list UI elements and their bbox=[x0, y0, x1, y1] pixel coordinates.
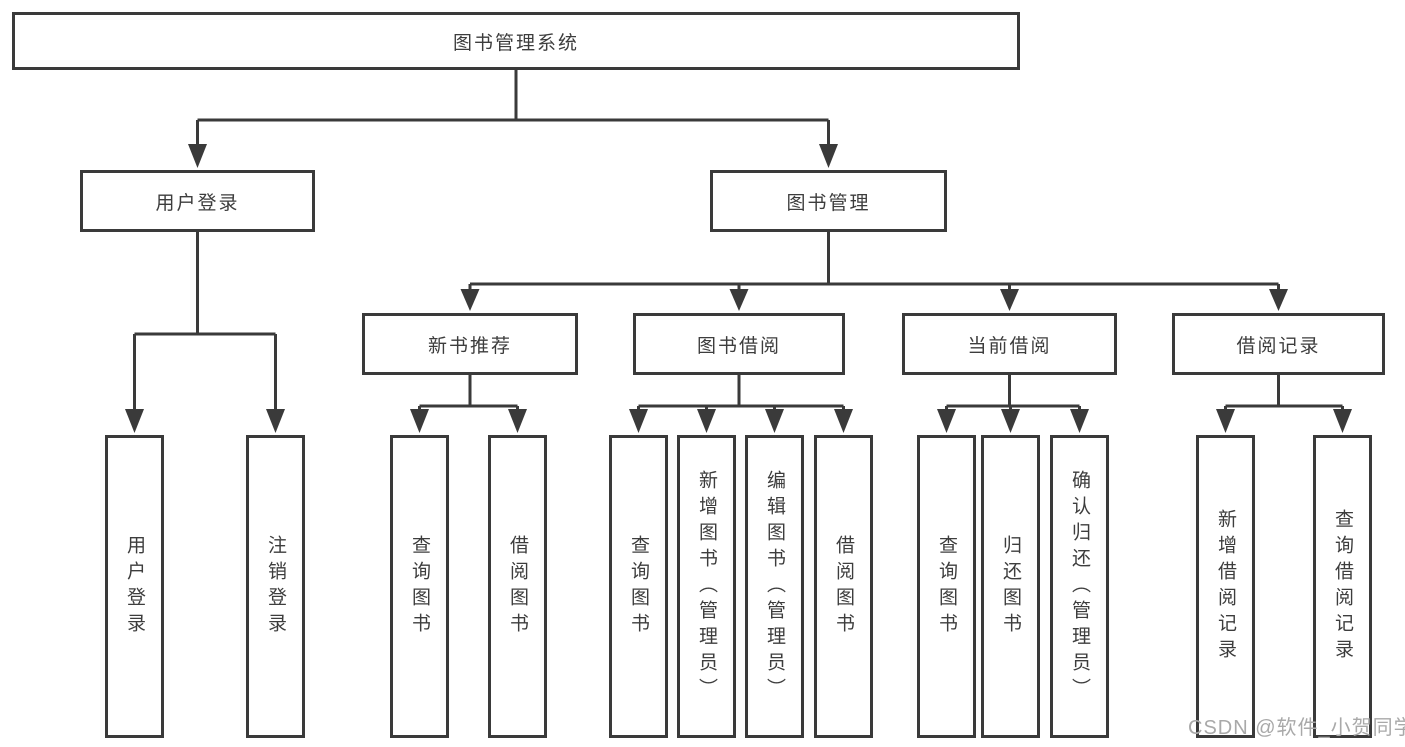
leaf-add-books-admin: 新增图书（管理员） bbox=[677, 435, 736, 738]
leaf-user-login-label: 用户登录 bbox=[124, 534, 145, 639]
arrowhead-icon bbox=[460, 289, 480, 311]
leaf-query-borrow-record: 查询借阅记录 bbox=[1313, 435, 1372, 738]
leaf-add-books-admin-label: 新增图书（管理员） bbox=[696, 469, 717, 704]
node-current-borrowing: 当前借阅 bbox=[902, 313, 1117, 375]
arrowhead-icon bbox=[188, 144, 207, 168]
arrowhead-icon bbox=[765, 409, 784, 433]
node-new-book-recommend-label: 新书推荐 bbox=[427, 335, 512, 357]
leaf-borrow-books-1-label: 借阅图书 bbox=[507, 534, 528, 639]
leaf-query-books-2-label: 查询图书 bbox=[628, 534, 649, 639]
node-borrow-records-label: 借阅记录 bbox=[1236, 335, 1321, 357]
node-book-borrowing: 图书借阅 bbox=[633, 313, 845, 375]
leaf-edit-books-admin-label: 编辑图书（管理员） bbox=[764, 469, 785, 704]
leaf-query-borrow-record-label: 查询借阅记录 bbox=[1332, 508, 1353, 665]
leaf-query-books-1-label: 查询图书 bbox=[409, 534, 430, 639]
arrowhead-icon bbox=[508, 409, 527, 433]
leaf-borrow-books-1: 借阅图书 bbox=[488, 435, 547, 738]
leaf-edit-books-admin: 编辑图书（管理员） bbox=[745, 435, 804, 738]
node-user-login: 用户登录 bbox=[80, 170, 315, 232]
leaf-query-books-3: 查询图书 bbox=[917, 435, 976, 738]
leaf-add-borrow-record: 新增借阅记录 bbox=[1196, 435, 1255, 738]
arrowhead-icon bbox=[1001, 409, 1020, 433]
arrowhead-icon bbox=[819, 144, 838, 168]
node-book-borrowing-label: 图书借阅 bbox=[696, 335, 781, 357]
leaf-confirm-return-admin-label: 确认归还（管理员） bbox=[1069, 469, 1090, 704]
node-current-borrowing-label: 当前借阅 bbox=[967, 335, 1052, 357]
arrowhead-icon bbox=[729, 289, 749, 311]
arrowhead-icon bbox=[1000, 289, 1019, 311]
arrowhead-icon bbox=[1333, 409, 1352, 433]
arrowhead-icon bbox=[410, 409, 429, 433]
arrowhead-icon bbox=[697, 409, 716, 433]
arrowhead-icon bbox=[834, 409, 853, 433]
leaf-user-login: 用户登录 bbox=[105, 435, 164, 738]
node-root: 图书管理系统 bbox=[12, 12, 1020, 70]
arrowhead-icon bbox=[937, 409, 956, 433]
node-borrow-records: 借阅记录 bbox=[1172, 313, 1385, 375]
leaf-borrow-books-2: 借阅图书 bbox=[814, 435, 873, 738]
node-book-management: 图书管理 bbox=[710, 170, 947, 232]
leaf-add-borrow-record-label: 新增借阅记录 bbox=[1215, 508, 1236, 665]
arrowhead-icon bbox=[1216, 409, 1235, 433]
leaf-query-books-3-label: 查询图书 bbox=[936, 534, 957, 639]
node-new-book-recommend: 新书推荐 bbox=[362, 313, 578, 375]
leaf-return-books: 归还图书 bbox=[981, 435, 1040, 738]
arrowhead-icon bbox=[1269, 289, 1288, 311]
arrowhead-icon bbox=[629, 409, 648, 433]
leaf-query-books-1: 查询图书 bbox=[390, 435, 449, 738]
leaf-borrow-books-2-label: 借阅图书 bbox=[833, 534, 854, 639]
node-user-login-label: 用户登录 bbox=[155, 192, 240, 214]
leaf-logout-label: 注销登录 bbox=[265, 534, 286, 639]
arrowhead-icon bbox=[266, 409, 285, 433]
leaf-confirm-return-admin: 确认归还（管理员） bbox=[1050, 435, 1109, 738]
csdn-watermark: CSDN @软件_小贺同学 bbox=[1188, 717, 1405, 739]
node-root-label: 图书管理系统 bbox=[452, 32, 579, 54]
arrowhead-icon bbox=[125, 409, 144, 433]
arrowhead-icon bbox=[1070, 409, 1089, 433]
leaf-query-books-2: 查询图书 bbox=[609, 435, 668, 738]
leaf-return-books-label: 归还图书 bbox=[1000, 534, 1021, 639]
leaf-logout: 注销登录 bbox=[246, 435, 305, 738]
node-book-management-label: 图书管理 bbox=[786, 192, 871, 214]
